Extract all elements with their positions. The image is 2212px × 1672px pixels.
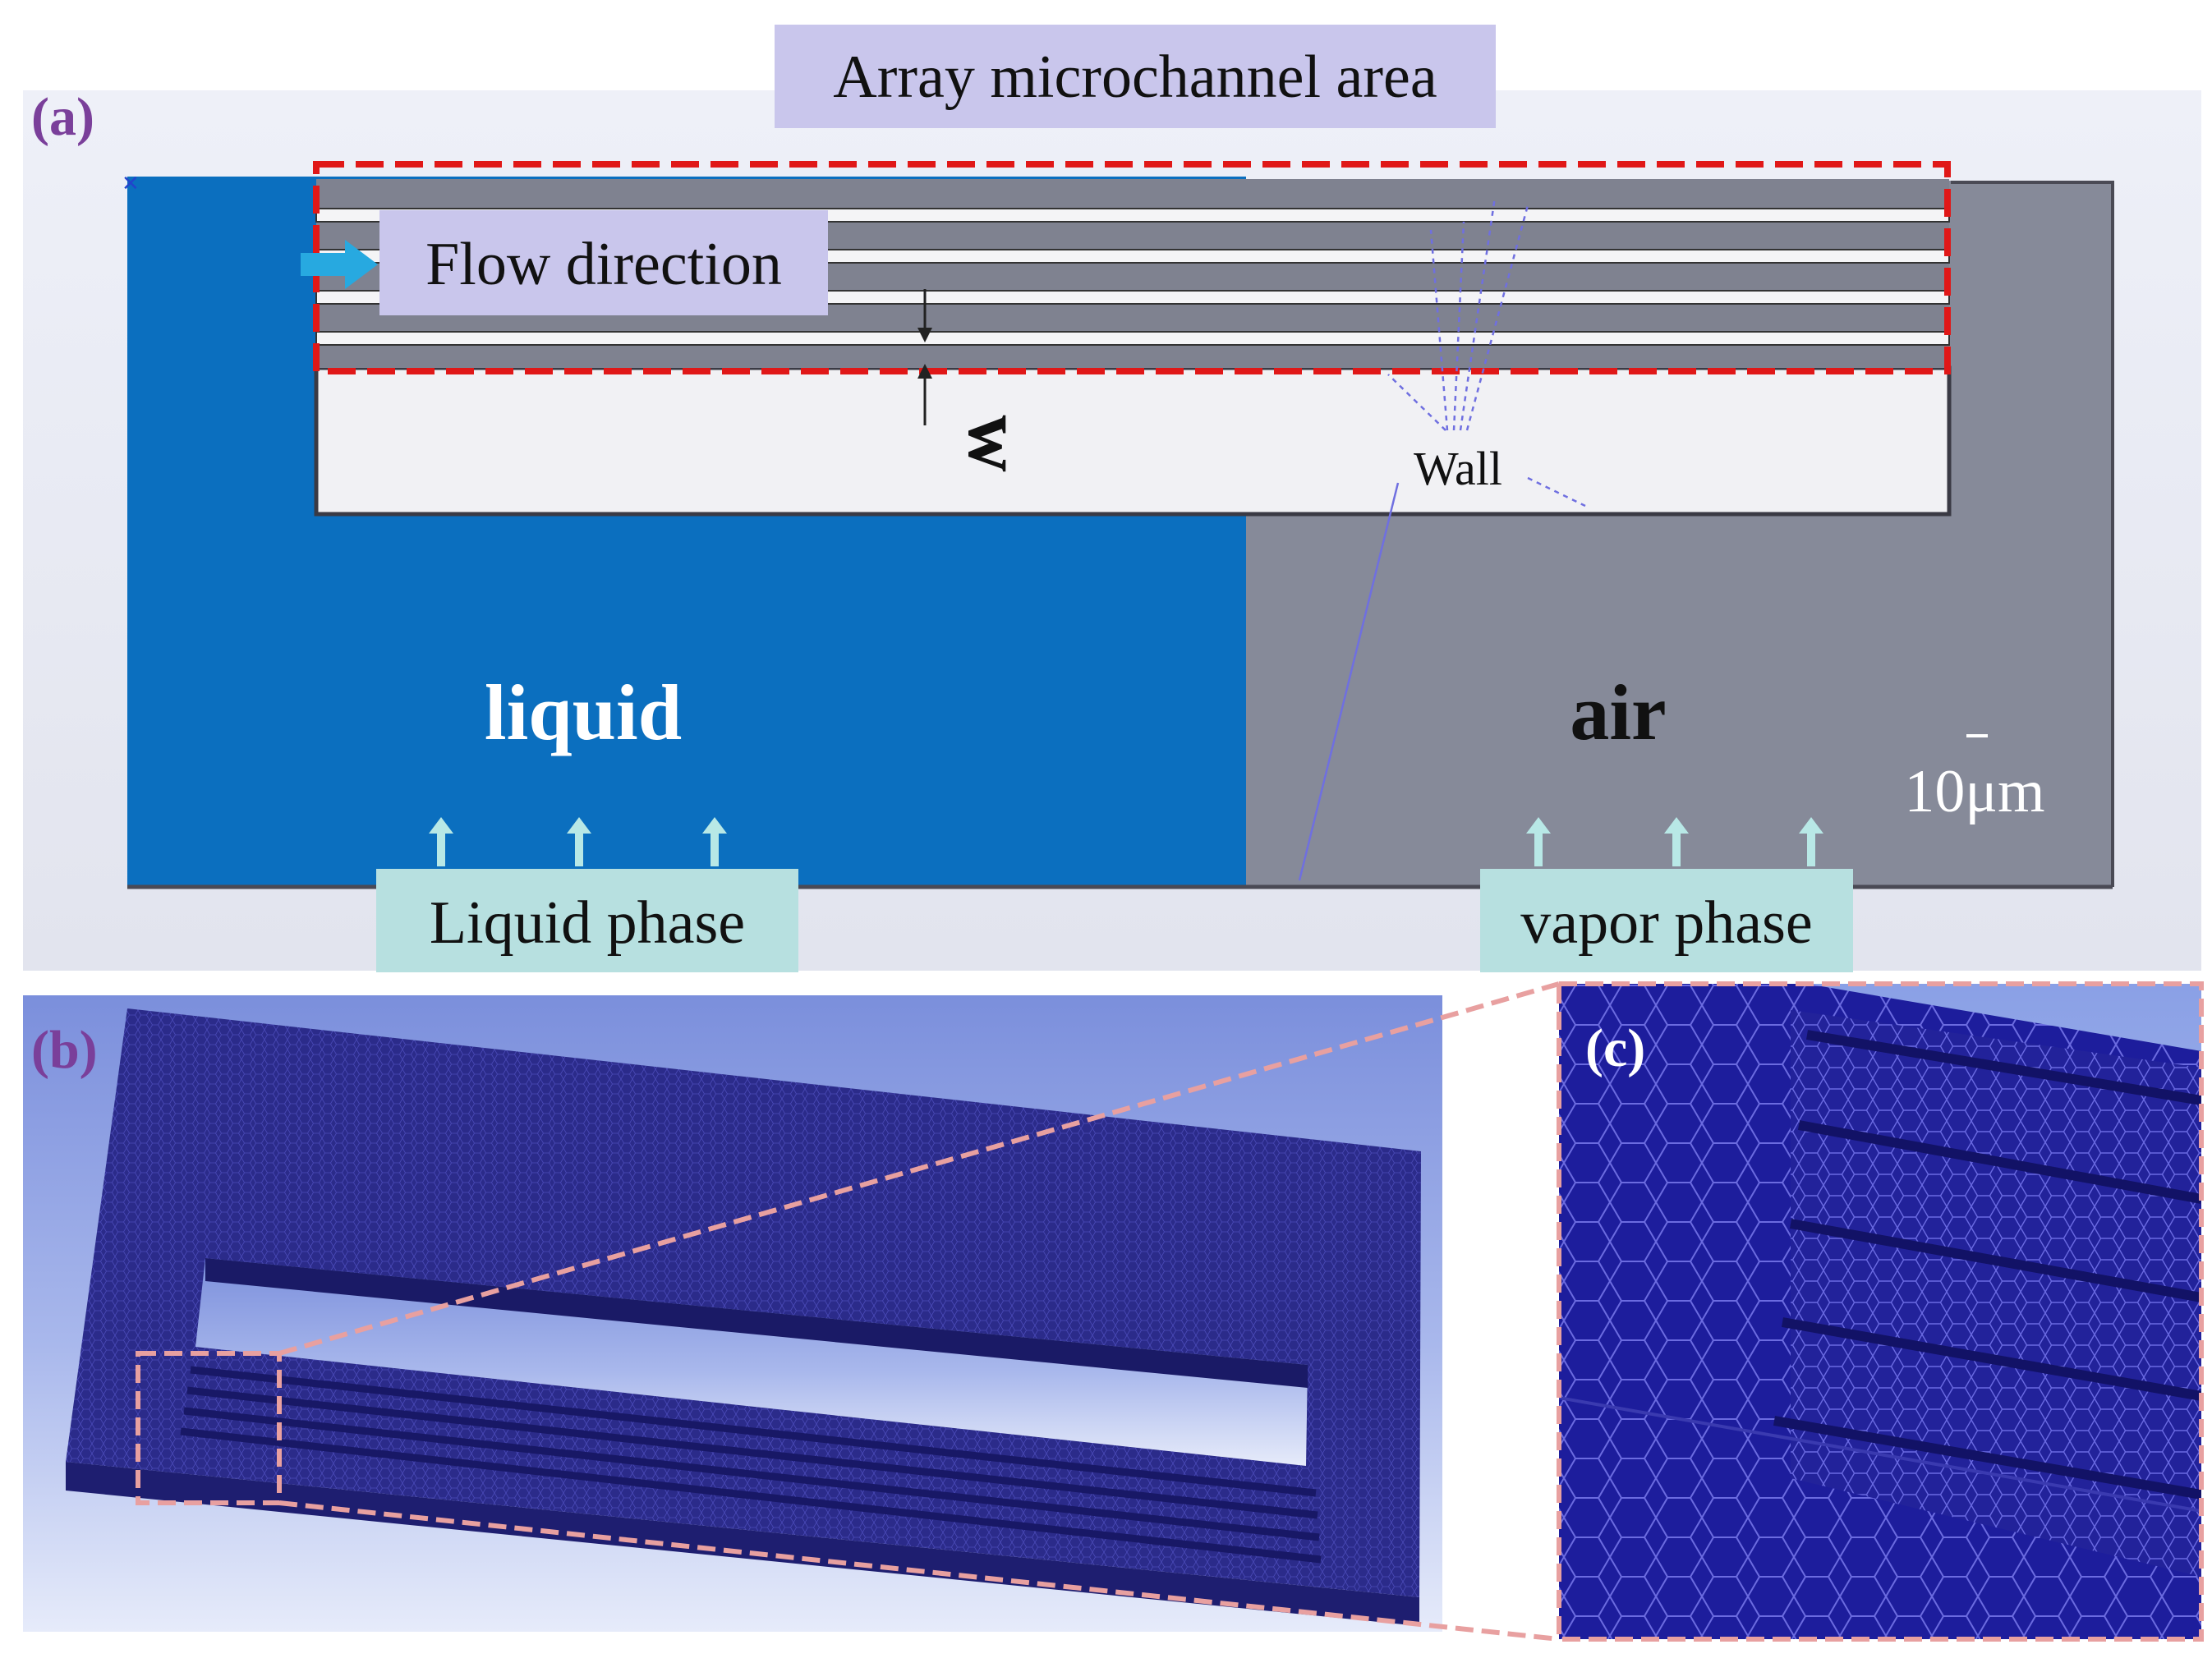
panel-a: ✕ Array microchannel area Flow direction… — [23, 25, 2201, 972]
lower-cavity — [314, 365, 1952, 517]
zoom-source-box — [136, 1351, 282, 1505]
origin-mark: ✕ — [122, 172, 140, 196]
panel-b-label: (b) — [31, 1020, 98, 1080]
scale-label: 10μm — [1904, 758, 2044, 825]
vapor-phase-label: vapor phase — [1520, 889, 1812, 957]
array-area-callout — [775, 25, 1496, 128]
mesh-slab-side — [66, 1462, 1419, 1626]
inlet-strip — [127, 177, 316, 887]
zoom-connector-bottom — [278, 1500, 1560, 1642]
wall-leader-long — [1298, 482, 1400, 881]
panel-c: (c) — [1557, 981, 2204, 1642]
channel-gap-4 — [315, 331, 1950, 346]
liquid-phase-box — [376, 869, 798, 972]
array-area-label: Array microchannel area — [833, 44, 1437, 111]
opening-back-wall — [205, 1258, 1308, 1388]
vapor-inlet-arrows — [1526, 817, 1823, 866]
vapor-phase-box — [1480, 869, 1853, 972]
panel-c-label: (c) — [1585, 1018, 1645, 1078]
flow-direction-callout — [379, 210, 828, 315]
panel-a-label: (a) — [31, 87, 94, 147]
mesh-zoom-lower-edge — [1559, 1396, 2201, 1513]
flow-direction-label: Flow direction — [425, 231, 782, 298]
mesh-channels — [180, 1366, 1322, 1564]
wall-leader-lines — [1387, 196, 1586, 508]
mesh-zoom-channel-walls — [1773, 1030, 2201, 1500]
mesh-slab-top — [66, 1008, 1421, 1597]
width-symbol: w — [952, 415, 1040, 471]
wall-label: Wall — [1414, 442, 1502, 495]
zoom-connector-top — [278, 981, 1560, 1356]
flow-arrow-icon — [301, 240, 378, 289]
zoom-target-box — [1557, 981, 2204, 1642]
liquid-label: liquid — [485, 668, 682, 756]
air-label: air — [1570, 668, 1666, 756]
mesh-zoom-fine-region — [1791, 1010, 2201, 1577]
panel-b: (b) — [23, 995, 1442, 1632]
liquid-phase-label: Liquid phase — [430, 889, 745, 957]
liquid-inlet-arrows — [429, 817, 727, 866]
mesh-slab-opening — [195, 1258, 1308, 1466]
